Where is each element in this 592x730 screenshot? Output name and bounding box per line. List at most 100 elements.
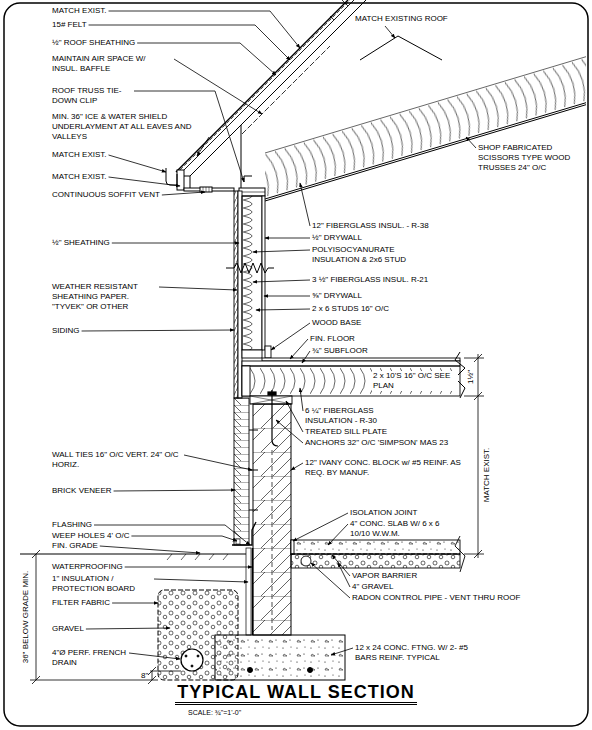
callout-label: GRAVEL: [52, 624, 84, 634]
callout-label: MATCH EXIST.: [52, 172, 107, 182]
leader-line: [253, 250, 310, 252]
flashing: [236, 539, 240, 544]
upper-wall: [226, 263, 274, 273]
waterproofing: [246, 548, 253, 635]
footing: [308, 668, 313, 673]
callout-label: 8": [141, 671, 148, 681]
slab: [291, 553, 460, 554]
leader-line: [276, 420, 303, 443]
roof: [242, 46, 330, 134]
title-text: TYPICAL WALL SECTION: [175, 682, 416, 705]
waterproofing: [246, 548, 251, 635]
grade: [167, 554, 228, 560]
dimension-label: MATCH EXIST.: [482, 446, 492, 505]
callout-label: 1" INSULATION / PROTECTION BOARD: [52, 574, 152, 594]
dimension-lines: [30, 354, 484, 684]
callout-label: 4" CONC. SLAB W/ 6 x 6 10/10 W.W.M.: [350, 519, 460, 539]
slab: [291, 540, 460, 554]
callout-label: WATERPROOFING: [52, 562, 123, 572]
upper-wall: [238, 191, 242, 398]
callout-label: 6 ¼" FIBERGLASS INSULATION - R-30: [305, 406, 405, 426]
eave: [166, 168, 234, 192]
leader-line: [290, 339, 308, 359]
slab: [291, 540, 294, 554]
leader-line: [134, 91, 244, 182]
eave: [184, 176, 190, 188]
floor: [262, 358, 460, 361]
leader-line: [131, 536, 237, 541]
slab: [301, 556, 311, 566]
callout-label: FILTER FABRIC: [52, 598, 110, 608]
grade: [20, 554, 246, 560]
callout-label: 15# FELT: [52, 20, 87, 30]
callout-label: 2 x 6 STUDS 16" O/C: [312, 304, 389, 314]
existing-roof: [360, 36, 442, 60]
callout-label: WOOD BASE: [312, 318, 361, 328]
callout-label: WALL TIES 16" O/C VERT. 24" O/C HORIZ.: [52, 450, 182, 470]
callout-label: SIDING: [52, 326, 80, 336]
leader-line: [300, 388, 303, 411]
callout-label: ½" DRYWALL: [312, 233, 362, 243]
leader-line: [112, 603, 158, 604]
dimension-lines: [30, 550, 158, 684]
grade: [20, 553, 246, 554]
callout-label: ⅝" DRYWALL: [312, 291, 362, 301]
leader-line: [385, 26, 395, 38]
block-foundation: [272, 450, 273, 630]
floor: [250, 396, 292, 404]
leader-line: [293, 513, 348, 541]
leader-line: [109, 155, 166, 172]
french-drain: [158, 590, 238, 680]
dimension-label: 1½": [466, 368, 476, 386]
ceiling-insulation: [239, 192, 265, 193]
callout-label: MIN. 36" ICE & WATER SHIELD UNDERLAYMENT…: [52, 112, 207, 142]
ceiling-insulation: [239, 188, 265, 196]
eave: [203, 187, 209, 192]
callout-label: BRICK VENEER: [52, 486, 112, 496]
french-drain: [197, 655, 199, 657]
leader-line: [109, 177, 180, 186]
leader-line: [109, 11, 300, 48]
eave: [166, 168, 177, 185]
ceiling-insulation: [265, 57, 586, 153]
callout-label: WEATHER RESISTANT SHEATHING PAPER. "TYVE…: [52, 282, 157, 312]
eave: [200, 187, 212, 192]
callout-label: 12" FIBERGLASS INSUL. - R-38: [312, 221, 429, 231]
leader-line: [197, 137, 209, 156]
callout-label: FLASHING: [52, 520, 92, 530]
leader-line: [286, 401, 303, 432]
leader-line: [311, 563, 350, 598]
callout-label: WEEP HOLES 4' O/C: [52, 531, 129, 541]
callout-label: TREATED SILL PLATE: [305, 427, 387, 437]
callout-label: 4"Ø PERF. FRENCH DRAIN: [52, 648, 127, 668]
callout-label: 12" IVANY CONC. BLOCK w/ #5 REINF. AS RE…: [305, 458, 465, 478]
callout-label: POLYISOCYANURATE INSULATION & 2x6 STUD: [312, 245, 437, 265]
leader-line: [328, 524, 348, 545]
leader-line: [256, 309, 310, 310]
floor: [242, 346, 465, 404]
anchor-bolt: [268, 392, 276, 395]
callout-label: RADON CONTROL PIPE - VENT THRU ROOF: [352, 593, 520, 603]
callout-label: CONTINUOUS SOFFIT VENT: [52, 190, 160, 200]
callout-label: SHOP FABRICATED SCISSORS TYPE WOOD TRUSS…: [478, 143, 586, 173]
leader-line: [162, 192, 205, 195]
floor: [265, 346, 271, 358]
floor: [250, 396, 292, 404]
upper-wall: [234, 191, 238, 398]
block-foundation: [253, 404, 291, 635]
callout-label: FIN. GRADE: [52, 541, 98, 551]
leader-line: [291, 463, 303, 470]
leader-line: [114, 490, 235, 491]
ceiling-insulation: [265, 57, 586, 197]
callout-label: 3 ½" FIBERGLASS INSUL. R-21: [312, 275, 428, 285]
leader-line: [174, 59, 262, 114]
leader-line: [466, 137, 476, 148]
waterproofing: [252, 548, 254, 635]
french-drain: [181, 649, 203, 671]
sheet-border: [4, 3, 588, 726]
floor: [242, 366, 460, 396]
leader-line: [253, 280, 310, 282]
